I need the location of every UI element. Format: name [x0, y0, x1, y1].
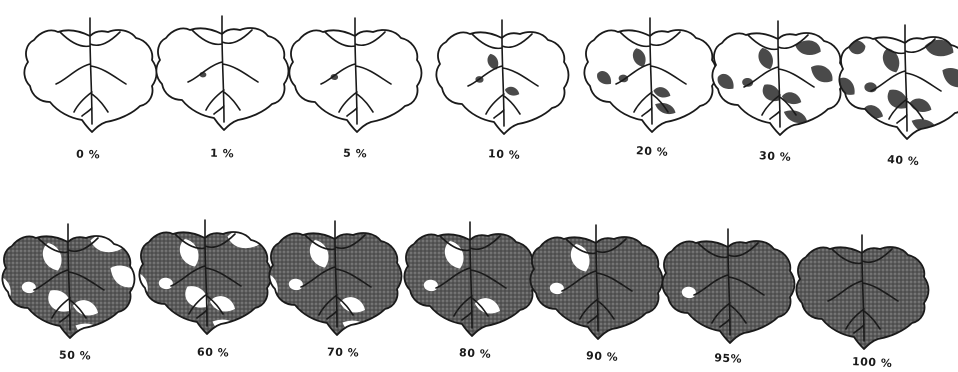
severity-label-20: 20 %	[636, 144, 669, 159]
leaf-diagram-90	[530, 225, 662, 339]
leaf-diagram-40	[836, 25, 958, 139]
leaf-diagram-80	[404, 222, 536, 336]
severity-label-10: 10 %	[488, 147, 521, 162]
severity-label-100: 100 %	[852, 355, 893, 370]
severity-label-95: 95%	[714, 351, 742, 365]
severity-label-80: 80 %	[459, 346, 492, 361]
severity-label-40: 40 %	[887, 153, 920, 168]
leaf-diagram-10	[436, 20, 568, 134]
leaf-diagram-60	[127, 220, 271, 336]
leaf-diagram-0	[24, 18, 156, 132]
leaf-diagram-20	[584, 18, 716, 132]
leaf-diagram-70	[257, 221, 401, 337]
severity-label-0: 0 %	[76, 148, 100, 162]
leaf-diagram-1	[156, 16, 288, 130]
leaf-diagram-95	[662, 229, 794, 343]
leaf-diagram-5	[289, 18, 421, 132]
severity-label-90: 90 %	[586, 349, 619, 364]
severity-label-50: 50 %	[59, 348, 92, 362]
severity-label-60: 60 %	[197, 345, 230, 359]
leaf-diagram-30	[712, 21, 844, 135]
severity-label-30: 30 %	[759, 149, 792, 164]
leaf-diagram-50	[0, 224, 138, 340]
leaf-diagram-100	[796, 235, 928, 349]
severity-label-70: 70 %	[327, 345, 360, 359]
severity-label-5: 5 %	[343, 147, 367, 161]
severity-label-1: 1 %	[210, 147, 234, 161]
